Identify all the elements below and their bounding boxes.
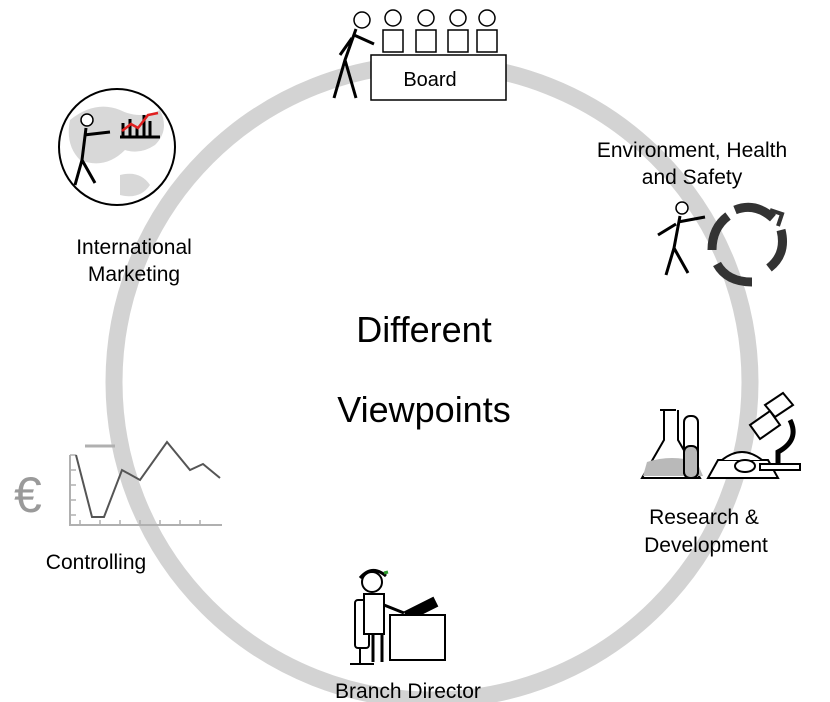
euro-chart-icon: € [14, 440, 222, 526]
rnd-label-line1: Research & [649, 506, 759, 529]
board-label: Board [403, 69, 456, 91]
intl-marketing-label-line2: Marketing [88, 263, 180, 286]
center-title-line2: Viewpoints [337, 389, 510, 430]
recycle-icon [657, 201, 787, 287]
branch-director-label: Branch Director [335, 680, 481, 702]
controlling-label: Controlling [46, 551, 146, 574]
center-title-line1: Different [356, 309, 491, 350]
euro-icon: € [14, 467, 42, 523]
desk-worker-icon [350, 569, 446, 665]
rnd-label-line2: Development [644, 534, 768, 557]
laboratory-icon [640, 391, 801, 479]
intl-marketing-label-line1: International [76, 236, 192, 259]
ehs-label-line1: Environment, Health [597, 139, 787, 162]
globe-icon [58, 88, 176, 206]
ehs-label-line2: and Safety [642, 166, 743, 189]
board-meeting-icon [332, 9, 507, 101]
